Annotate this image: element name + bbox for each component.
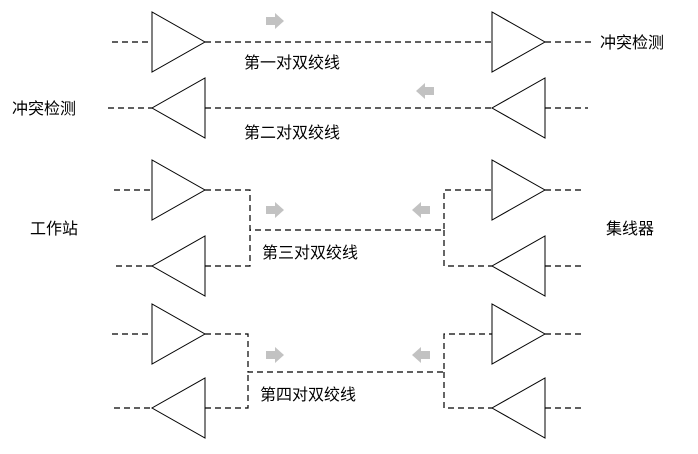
pair-4-right-bottom-amplifier [490,377,546,439]
pair-3-group: 第三对双绞线 [114,159,582,297]
collision-detect-right-label: 冲突检测 [600,33,664,52]
pair-4-left-bottom-wire [114,372,584,409]
pair-2-group: 第二对双绞线 [108,77,588,142]
pair-1-right-arrow-icon [266,13,284,29]
pair-1-left-amplifier [151,11,207,73]
pair-2-right-amplifier [490,77,546,139]
pair-3-left-bottom-amplifier [150,235,206,297]
pair-3-left-top-amplifier [151,159,207,221]
pair-3-right-top-amplifier [491,159,547,221]
pair-1-label: 第一对双绞线 [244,53,340,72]
pair-4-left-arrow-icon [412,347,430,363]
pair-2-left-amplifier [150,77,206,139]
pair-3-left-arrow-icon [412,202,430,218]
pair-3-right-arrow-icon [266,202,284,218]
pair-3-label: 第三对双绞线 [262,243,358,262]
pair-3-right-bottom-amplifier [490,235,546,297]
workstation-label: 工作站 [30,219,78,238]
pair-4-left-bottom-amplifier [150,377,206,439]
pair-3-left-top-wire [114,189,582,231]
pair-2-left-arrow-icon [416,83,434,99]
collision-detect-left-label: 冲突检测 [12,99,76,118]
pair-1-group: 第一对双绞线 [112,11,592,73]
hub-label: 集线器 [606,219,654,238]
pair-4-label: 第四对双绞线 [260,385,356,404]
pair-4-left-top-wire [112,333,582,373]
pair-4-right-top-amplifier [491,303,547,365]
pair-1-right-amplifier [491,11,547,73]
pair-4-right-arrow-icon [266,347,284,363]
pair-2-label: 第二对双绞线 [244,123,340,142]
pair-3-left-bottom-wire [116,230,582,267]
pair-4-group: 第四对双绞线 [112,303,584,439]
pair-4-left-top-amplifier [151,303,207,365]
